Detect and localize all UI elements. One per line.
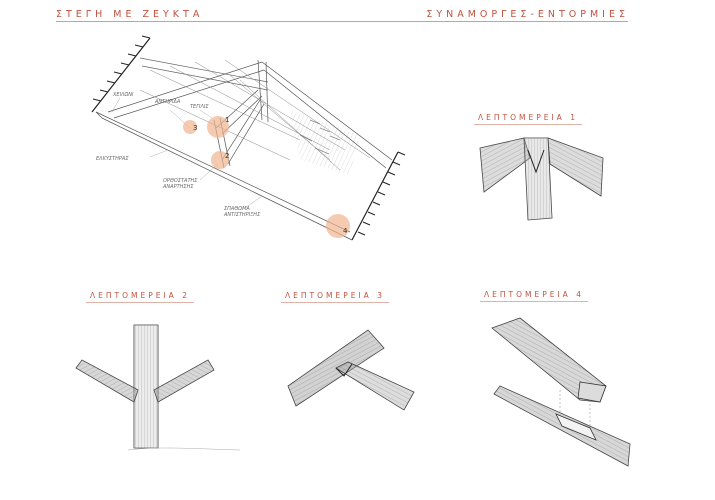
detail-2-sketch: [75, 324, 241, 451]
detail-1-label: ΛΕΠΤΟΜΕΡΕΙΑ 1: [474, 113, 582, 125]
marker-4: 4: [343, 227, 348, 235]
highlight-4: [326, 214, 350, 238]
highlight-2: [211, 151, 229, 169]
marker-2: 2: [225, 152, 229, 160]
detail-3-label: ΛΕΠΤΟΜΕΡΕΙΑ 3: [281, 291, 389, 303]
detail-3-sketch: [287, 329, 415, 411]
label-tegilis: ΤΕΓΙΛΙΣ: [190, 104, 209, 110]
label-orthostatis-1: ΟΡΘΟΣΤΑΤΗΣ: [163, 178, 198, 184]
header-rule: [56, 21, 628, 22]
sheet-subtitle: ΣΥΝΑΜΟΡΓΕΣ-ΕΝΤΟΡΜΙΕΣ: [426, 9, 629, 20]
highlight-1: [207, 116, 229, 138]
label-elkystiras: ΕΛΚΥΣΤΗΡΑΣ: [96, 156, 129, 162]
detail-4-label: ΛΕΠΤΟΜΕΡΕΙΑ 4: [480, 290, 588, 302]
sheet-title: ΣΤΕΓΗ ΜΕ ΖΕΥΚΤΑ: [56, 9, 204, 20]
detail-2-label: ΛΕΠΤΟΜΕΡΕΙΑ 2: [86, 291, 194, 303]
roof-covering: [290, 110, 360, 175]
truss-overview: [91, 35, 406, 241]
label-orthostatis-2: ΑΝΑΡΤΗΣΗΣ: [162, 184, 194, 190]
label-antirida: ΑΝΤΗΡΙΔΑ: [154, 99, 181, 105]
wall-right: [351, 151, 406, 241]
label-spathoma-2: ΑΝΤΙΣΤΗΡΙΞΗΣ: [223, 212, 261, 218]
marker-3: 3: [193, 124, 197, 132]
label-spathoma-1: ΣΠΑΘΩΜΑ: [224, 206, 250, 212]
marker-1: 1: [225, 116, 229, 124]
wall-left: [91, 35, 151, 113]
detail-4-sketch: [491, 317, 631, 467]
highlight-3: [183, 120, 197, 134]
label-xeilini: ΧΕΙΛΩΝΙ: [112, 92, 134, 98]
detail-1-sketch: [479, 137, 604, 221]
